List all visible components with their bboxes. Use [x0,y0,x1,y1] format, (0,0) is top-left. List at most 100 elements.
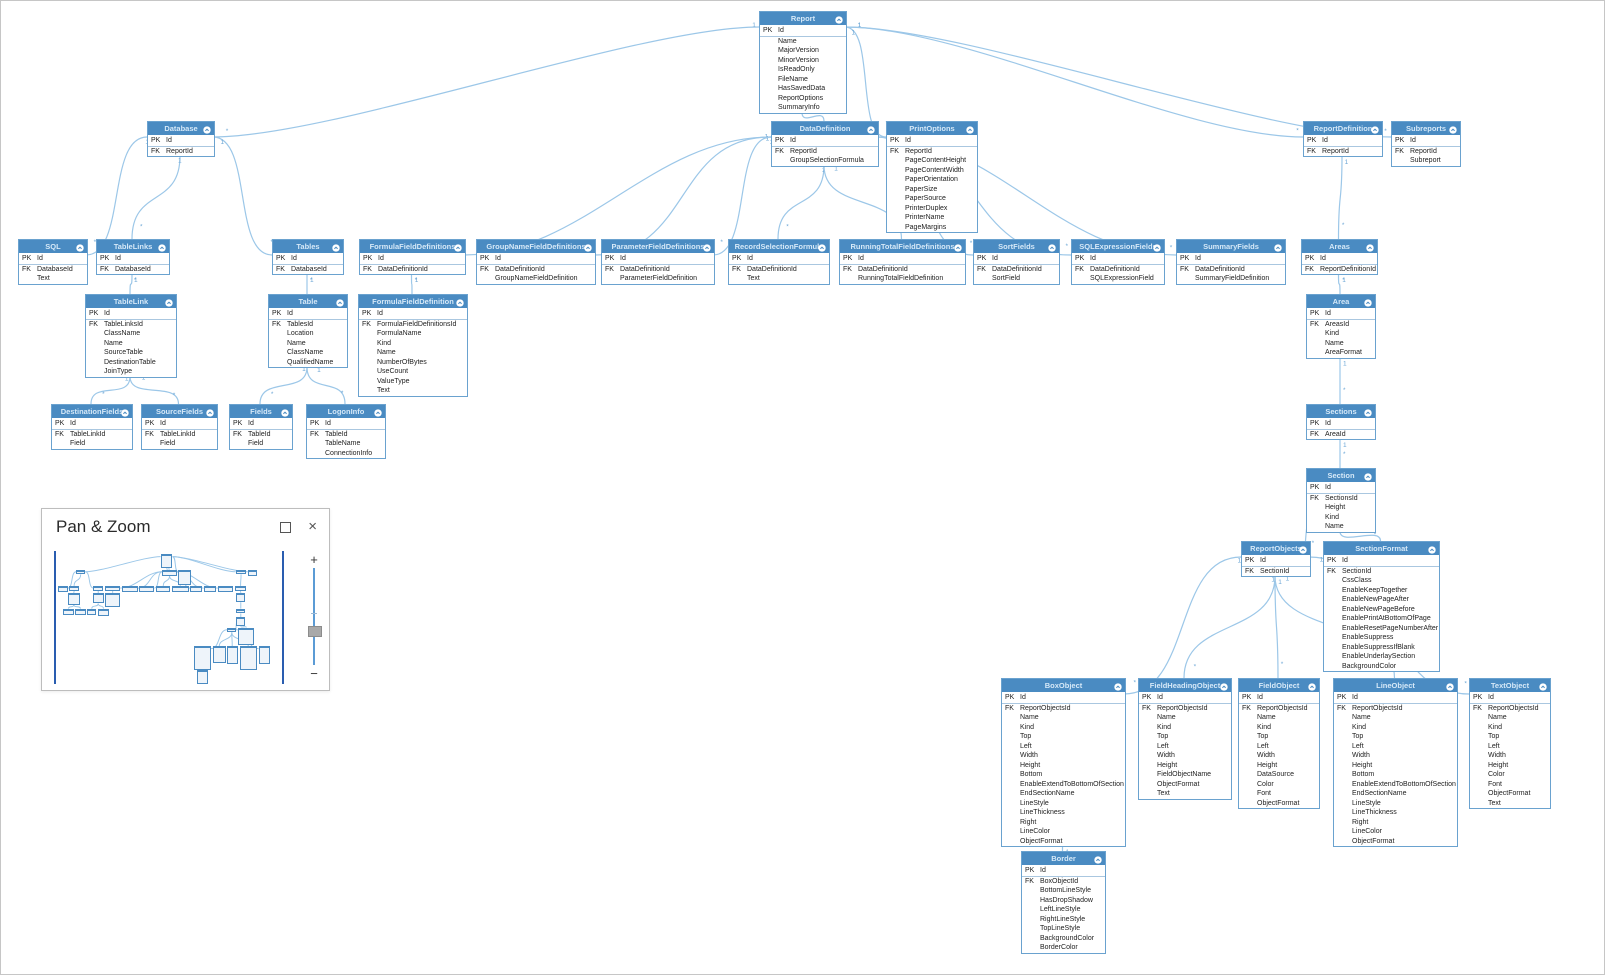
collapse-icon[interactable] [121,408,129,417]
collapse-icon[interactable] [76,243,84,252]
entity-field-row: ClassName [269,348,347,358]
field-name-label: EnablePrintAtBottomOfPage [1342,615,1431,622]
collapse-icon[interactable] [1220,682,1228,691]
pan-zoom-title: Pan & Zoom [56,517,151,536]
collapse-icon[interactable] [1153,243,1161,252]
field-key-label [760,46,776,56]
minimap-entity-TableLinks [69,585,80,591]
zoom-slider-track[interactable] [308,568,322,665]
entity-field-row: JoinType [86,367,176,377]
zoom-in-icon[interactable]: + [310,552,318,567]
collapse-icon[interactable] [1094,855,1102,864]
collapse-icon[interactable] [835,15,843,24]
collapse-icon[interactable] [1364,472,1372,481]
field-key-label [1470,789,1486,799]
collapse-icon[interactable] [1449,125,1457,134]
entity-field-row: SQLExpressionField [1072,274,1164,284]
field-key-label [1239,723,1255,733]
collapse-icon[interactable] [1371,125,1379,134]
collapse-icon[interactable] [954,243,962,252]
field-key-label [1324,652,1340,662]
collapse-icon[interactable] [703,243,711,252]
zoom-slider[interactable]: + − [305,553,323,680]
collapse-icon[interactable] [374,408,382,417]
collapse-icon[interactable] [1364,408,1372,417]
collapse-icon[interactable] [1364,298,1372,307]
field-name-label: Location [287,330,314,337]
collapse-icon[interactable] [1366,243,1374,252]
field-name-label: TableId [325,430,348,438]
collapse-icon[interactable] [1274,243,1282,252]
collapse-icon[interactable] [867,125,875,134]
field-key-label: FK [1337,704,1346,712]
maximize-icon[interactable] [280,519,291,533]
close-icon[interactable]: × [308,518,317,535]
field-name-label: Top [1257,733,1269,740]
collapse-icon[interactable] [454,243,462,252]
collapse-icon[interactable] [165,298,173,307]
collapse-icon[interactable] [1308,682,1316,691]
field-name-label: Width [1352,752,1370,759]
minimap[interactable] [52,551,284,684]
collapse-icon[interactable] [203,125,211,134]
collapse-icon[interactable] [1299,545,1307,554]
collapse-icon[interactable] [966,125,974,134]
collapse-icon[interactable] [1048,243,1056,252]
zoom-slider-handle[interactable] [308,626,322,638]
minimap-entity-Database [76,569,86,575]
collapse-icon[interactable] [1539,682,1547,691]
collapse-icon[interactable] [584,243,592,252]
collapse-icon[interactable] [1446,682,1454,691]
collapse-icon[interactable] [818,243,826,252]
collapse-icon[interactable] [206,408,214,417]
collapse-icon[interactable] [1428,545,1436,554]
collapse-icon[interactable] [281,408,289,417]
zoom-out-icon[interactable]: − [310,666,318,681]
collapse-icon[interactable] [158,243,166,252]
collapse-icon[interactable] [336,298,344,307]
collapse-icon[interactable] [456,298,464,307]
collapse-icon[interactable] [332,243,340,252]
field-key-label [1334,742,1350,752]
entity-field-row: Height [1307,503,1375,513]
collapse-icon[interactable] [1114,682,1122,691]
